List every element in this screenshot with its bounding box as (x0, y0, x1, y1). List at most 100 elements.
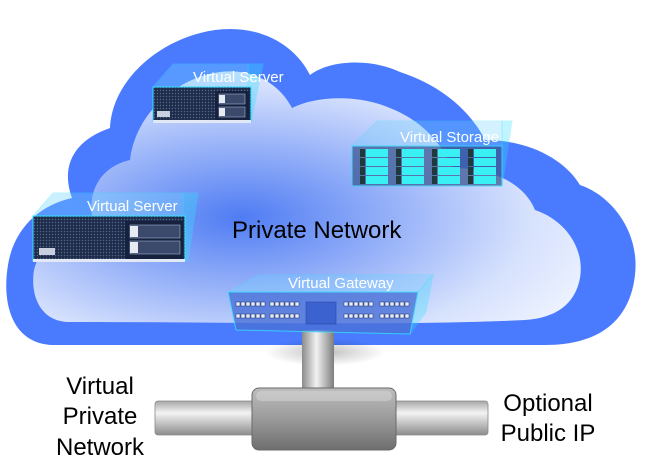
drive-led (432, 149, 437, 157)
vpn-label-line-2: Private (63, 403, 138, 430)
storage-drive (366, 176, 388, 184)
network-port (358, 301, 364, 307)
network-port (353, 301, 359, 307)
network-port (294, 313, 300, 319)
network-port (240, 301, 246, 307)
network-port (255, 313, 261, 319)
network-port (384, 313, 390, 319)
network-port (245, 301, 251, 307)
network-port (343, 301, 349, 307)
storage-drive (474, 176, 496, 184)
drive-led (468, 149, 473, 157)
storage-drive-array (360, 149, 496, 184)
gateway-port-array (235, 301, 410, 319)
drive-led (360, 149, 365, 157)
drive-led (468, 167, 473, 175)
usb-port-icon (39, 248, 55, 255)
network-port (284, 313, 290, 319)
virtual-gateway: Virtual Gateway (226, 273, 435, 335)
storage-drive (474, 158, 496, 166)
vpn-label: Virtual Private Network (56, 373, 145, 461)
network-port (389, 301, 395, 307)
network-port (343, 313, 349, 319)
drive-led (360, 167, 365, 175)
public-ip-label: Optional Public IP (501, 390, 596, 447)
network-port (235, 301, 241, 307)
network-port (294, 301, 300, 307)
gateway-display (305, 301, 337, 325)
drive-led (396, 167, 401, 175)
hub-highlight (256, 391, 392, 401)
connector-hub (251, 387, 397, 451)
drive-led (432, 176, 437, 184)
drive-led (360, 176, 365, 184)
network-port (269, 301, 275, 307)
network-port (379, 301, 385, 307)
network-port (250, 301, 256, 307)
network-port (279, 313, 285, 319)
network-port (363, 313, 369, 319)
storage-drive (402, 158, 424, 166)
network-port (274, 301, 280, 307)
network-port (240, 313, 246, 319)
vertical-pipe (302, 330, 334, 392)
vpn-label-line-3: Network (56, 434, 145, 461)
drive-led (432, 158, 437, 166)
drive-led (396, 149, 401, 157)
storage-drive (438, 158, 460, 166)
network-port (368, 313, 374, 319)
network-port (399, 301, 405, 307)
right-pipe (391, 400, 489, 436)
private-network-label: Private Network (232, 217, 402, 244)
network-port (353, 313, 359, 319)
network-port (279, 301, 285, 307)
network-connector (154, 330, 489, 451)
network-port (289, 313, 295, 319)
storage-drive (402, 176, 424, 184)
network-port (358, 313, 364, 319)
network-port (404, 301, 410, 307)
network-port (394, 313, 400, 319)
usb-port-icon (157, 111, 170, 117)
virtual-server-2-label: Virtual Server (87, 198, 178, 215)
network-port (235, 313, 241, 319)
public-ip-label-line-2: Public IP (501, 420, 596, 447)
network-port (348, 313, 354, 319)
storage-drive (438, 167, 460, 175)
storage-drive (402, 167, 424, 175)
network-port (379, 313, 385, 319)
drive-led (468, 158, 473, 166)
left-pipe (154, 400, 256, 436)
network-port (363, 301, 369, 307)
network-port (394, 301, 400, 307)
network-port (389, 313, 395, 319)
network-port (289, 301, 295, 307)
network-port (348, 301, 354, 307)
virtual-server-2: Virtual Server (31, 192, 199, 262)
network-port (260, 301, 266, 307)
network-port (274, 313, 280, 319)
storage-drive (402, 149, 424, 157)
storage-drive (366, 167, 388, 175)
vpn-label-line-1: Virtual (66, 373, 134, 400)
public-ip-label-line-1: Optional (503, 390, 592, 417)
network-port (250, 313, 256, 319)
network-port (399, 313, 405, 319)
storage-drive (474, 149, 496, 157)
virtual-storage: Virtual Storage (350, 120, 513, 187)
network-port (255, 301, 261, 307)
network-port (284, 301, 290, 307)
drive-led (468, 176, 473, 184)
virtual-server-1: Virtual Server (151, 63, 284, 123)
virtual-storage-label: Virtual Storage (400, 129, 499, 146)
storage-drive (366, 158, 388, 166)
network-port (384, 301, 390, 307)
network-port (269, 313, 275, 319)
network-port (245, 313, 251, 319)
virtual-gateway-label: Virtual Gateway (288, 275, 394, 292)
drive-led (432, 167, 437, 175)
storage-drive (366, 149, 388, 157)
drive-led (360, 158, 365, 166)
storage-drive (438, 149, 460, 157)
